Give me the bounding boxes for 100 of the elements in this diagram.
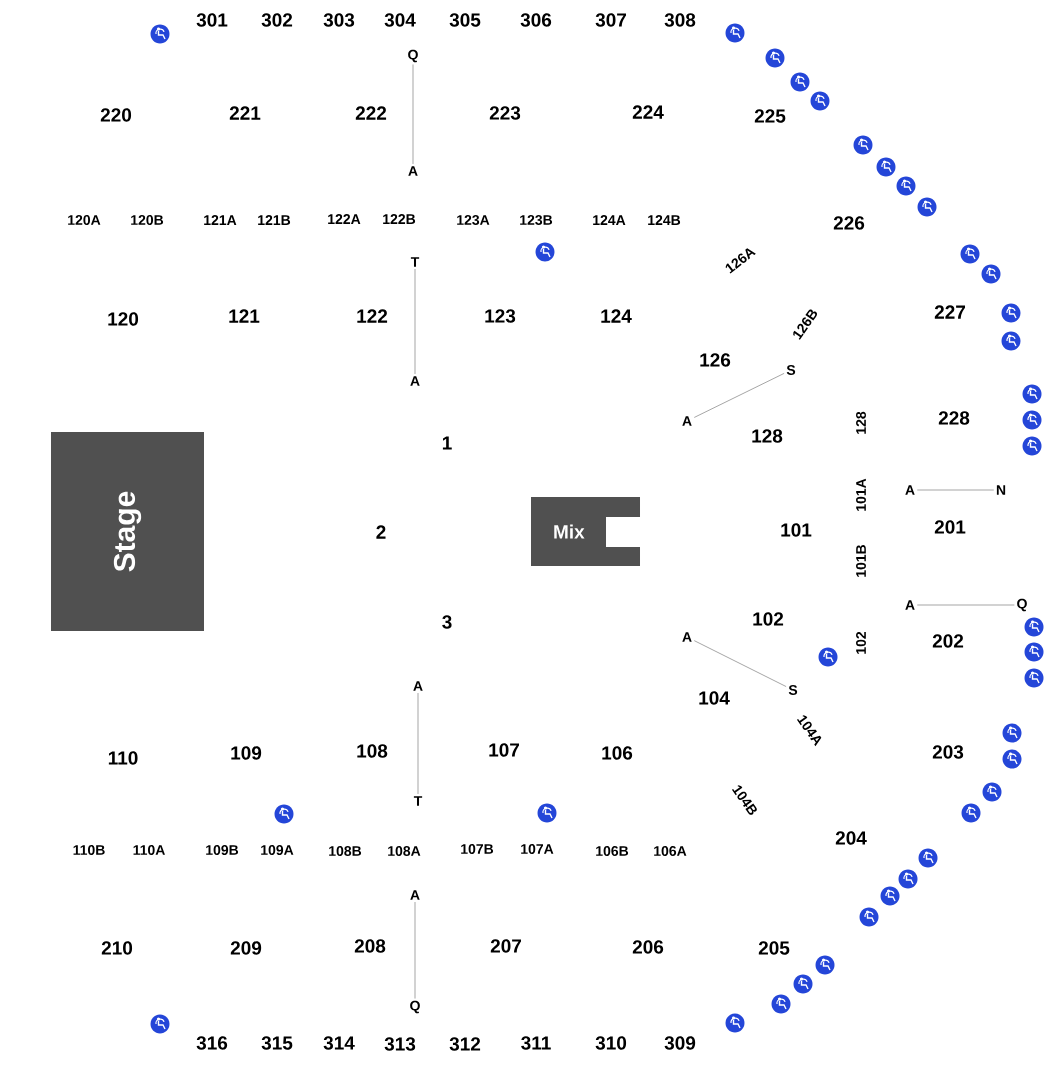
row-line	[693, 373, 785, 418]
section-label: 128	[752, 429, 783, 443]
section-label: 225	[754, 109, 786, 123]
section-label: 311	[521, 1036, 551, 1050]
subsection-label: 107B	[461, 844, 494, 854]
subsection-label: 110A	[133, 845, 165, 855]
section-label: 202	[932, 634, 964, 648]
row-letter: A	[905, 485, 915, 495]
section-label: 208	[354, 939, 386, 953]
subsection-label: 106B	[596, 846, 629, 856]
subsection-label: 121A	[204, 215, 237, 225]
row-line	[412, 64, 414, 165]
section-label: 223	[489, 106, 521, 120]
section-label: 1	[442, 436, 452, 450]
subsection-label: 122B	[383, 214, 416, 224]
row-letter: Q	[408, 49, 418, 63]
row-letter: A	[413, 681, 423, 691]
section-label: 201	[934, 520, 966, 534]
row-letter: A	[905, 600, 915, 610]
subsection-label: 101A	[856, 478, 866, 511]
row-letter: T	[413, 796, 423, 806]
subsection-label: 123A	[457, 215, 490, 225]
section-label: 206	[632, 940, 664, 954]
section-label: 220	[100, 108, 132, 122]
subsection-label: 124A	[593, 215, 626, 225]
row-line	[417, 692, 419, 795]
subsection-label: 109B	[206, 845, 239, 855]
section-label: 108	[357, 744, 388, 758]
section-label: 228	[938, 411, 970, 425]
mix-booth: Mix	[531, 497, 641, 566]
section-label: 222	[355, 106, 387, 120]
section-label: 205	[758, 941, 790, 955]
row-letter: S	[786, 365, 796, 375]
section-label: 226	[833, 216, 865, 230]
subsection-label: 108A	[388, 846, 421, 856]
section-label: 310	[595, 1036, 627, 1050]
section-label: 306	[520, 13, 552, 27]
row-letter: A	[408, 166, 418, 176]
section-label: 123	[485, 309, 516, 323]
section-label: 124	[601, 309, 632, 323]
section-label: 207	[490, 939, 521, 953]
subsection-label: 123B	[520, 215, 553, 225]
row-line	[916, 489, 995, 491]
section-label: 101	[781, 523, 812, 537]
subsection-label: 121B	[258, 215, 291, 225]
section-label: 109	[231, 746, 262, 760]
row-letter: A	[682, 632, 692, 642]
section-label: 110	[108, 751, 138, 765]
section-label: 104	[699, 691, 730, 705]
section-label: 316	[196, 1036, 228, 1050]
section-label: 302	[261, 13, 293, 27]
subsection-label: 124B	[648, 215, 681, 225]
section-label: 315	[261, 1036, 293, 1050]
section-label: 303	[323, 13, 355, 27]
section-label: 309	[664, 1036, 696, 1050]
row-letter: S	[788, 685, 798, 695]
stage-block: Stage	[51, 432, 204, 631]
row-letter: Q	[410, 1000, 420, 1014]
section-label: 224	[632, 105, 664, 119]
section-label: 2	[376, 525, 386, 539]
row-letter: Q	[1017, 598, 1027, 612]
row-line	[414, 901, 416, 999]
row-line	[414, 268, 416, 375]
section-label: 209	[230, 941, 262, 955]
row-line	[693, 640, 787, 687]
row-letter: T	[410, 257, 420, 267]
section-label: 120	[108, 312, 139, 326]
subsection-label: 107A	[521, 844, 554, 854]
section-label: 314	[323, 1036, 355, 1050]
section-label: 3	[442, 615, 452, 629]
subsection-label: 106A	[654, 846, 687, 856]
subsection-label: 120A	[68, 215, 101, 225]
section-label: 308	[664, 13, 696, 27]
section-label: 301	[196, 13, 228, 27]
section-label: 126	[700, 353, 731, 367]
section-label: 305	[449, 13, 481, 27]
row-letter: A	[410, 890, 420, 900]
section-label: 227	[934, 305, 965, 319]
row-line	[916, 604, 1015, 606]
section-label: 312	[449, 1037, 481, 1051]
section-label: 102	[753, 612, 784, 626]
section-label: 304	[384, 13, 416, 27]
subsection-label: 122A	[328, 214, 361, 224]
subsection-label: 120B	[131, 215, 164, 225]
section-label: 106	[602, 746, 633, 760]
section-label: 121	[229, 309, 260, 323]
row-letter: A	[682, 416, 692, 426]
section-label: 221	[229, 106, 261, 120]
subsection-label: 110B	[73, 845, 105, 855]
section-label: 204	[835, 831, 867, 845]
subsection-label: 109A	[261, 845, 294, 855]
section-label: 122	[357, 309, 388, 323]
section-label: 210	[101, 941, 133, 955]
subsection-label: 101B	[856, 544, 866, 577]
section-label: 313	[384, 1037, 416, 1051]
section-label: 107	[489, 743, 519, 757]
section-label: 203	[932, 745, 964, 759]
row-letter: A	[410, 376, 420, 386]
row-letter: N	[996, 485, 1006, 495]
section-label: 307	[595, 13, 626, 27]
